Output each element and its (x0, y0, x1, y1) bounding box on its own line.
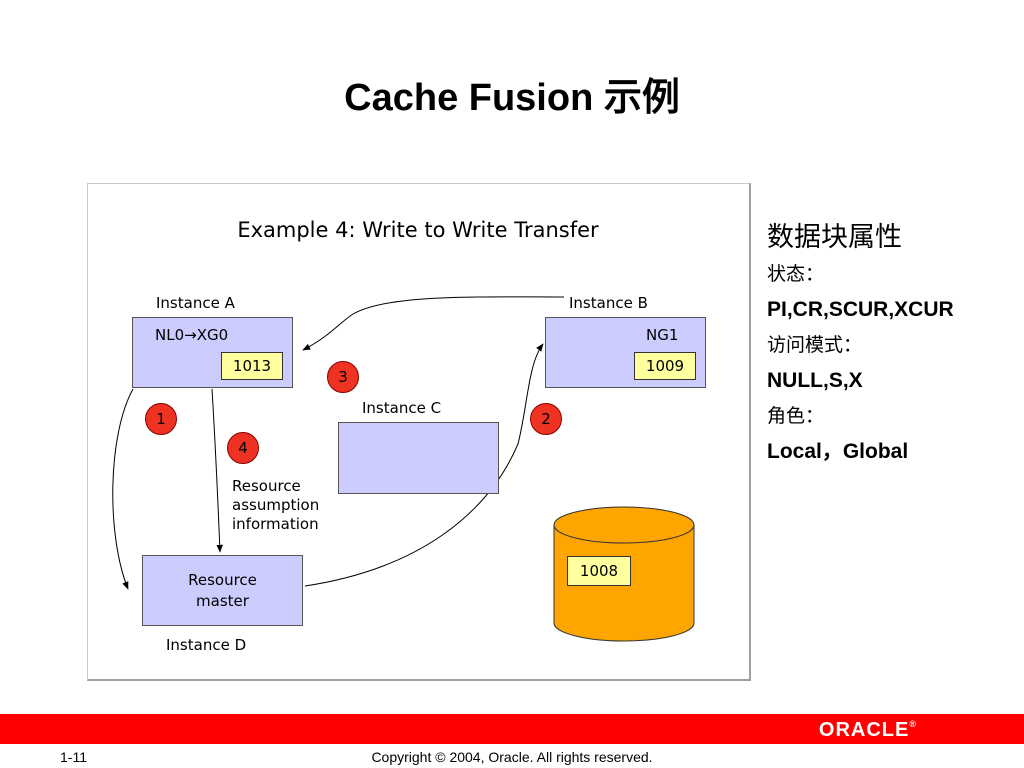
instance-b-block: 1009 (634, 352, 696, 380)
state-values: PI,CR,SCUR,XCUR (767, 298, 954, 321)
oracle-logo-text: ORACLE (818, 719, 910, 741)
instance-b-box: NG1 1009 (545, 317, 706, 388)
copyright-text: Copyright © 2004, Oracle. All rights res… (371, 749, 653, 765)
instance-c-box (338, 422, 499, 494)
resource-master-line1: Resource (188, 571, 257, 589)
slide-title: Cache Fusion 示例 (344, 77, 680, 119)
instance-a-box: NL0→XG0 1013 (132, 317, 293, 388)
access-mode-label: 访问模式： (767, 334, 863, 356)
instance-a-label: Instance A (156, 294, 235, 312)
resource-note-line2: assumption (232, 496, 320, 514)
instance-c-label: Instance C (362, 399, 442, 417)
resource-master-box: Resource master (142, 555, 303, 626)
footer-bar: ORACLE® (0, 714, 1024, 744)
arrow-step-1 (112, 388, 134, 590)
oracle-logo: ORACLE® (819, 719, 916, 742)
diagram-title: Example 4: Write to Write Transfer (237, 218, 599, 242)
instance-d-label: Instance D (166, 636, 247, 654)
instance-a-block: 1013 (221, 352, 283, 380)
resource-note: Resource assumption information (232, 477, 319, 534)
step-4-badge: 4 (227, 432, 259, 464)
arrow-step-3 (302, 296, 565, 351)
instance-a-mode: NL0→XG0 (155, 326, 229, 344)
role-label: 角色： (767, 405, 825, 427)
arrow-step-4 (211, 388, 223, 553)
access-mode-values: NULL,S,X (767, 369, 863, 392)
step-3-badge: 3 (327, 361, 359, 393)
step-2-badge: 2 (530, 403, 562, 435)
instance-b-label: Instance B (569, 294, 648, 312)
page-number: 1-11 (60, 749, 87, 765)
registered-mark: ® (909, 719, 916, 729)
step-1-badge: 1 (145, 403, 177, 435)
resource-note-line3: information (232, 515, 319, 533)
resource-master-text: Resource master (143, 570, 302, 612)
arrow-step-2 (304, 343, 544, 587)
state-label: 状态： (767, 263, 825, 285)
role-values: Local，Global (767, 440, 909, 463)
block-attributes-panel: 数据块属性 状态： PI,CR,SCUR,XCUR 访问模式： NULL,S,X… (767, 218, 1017, 471)
instance-b-mode: NG1 (646, 326, 679, 344)
block-attributes-heading: 数据块属性 (767, 222, 902, 253)
resource-note-line1: Resource (232, 477, 301, 495)
resource-master-line2: master (196, 592, 249, 610)
disk-block: 1008 (567, 556, 631, 586)
diagram-panel: Example 4: Write to Write Transfer Insta… (87, 183, 751, 681)
